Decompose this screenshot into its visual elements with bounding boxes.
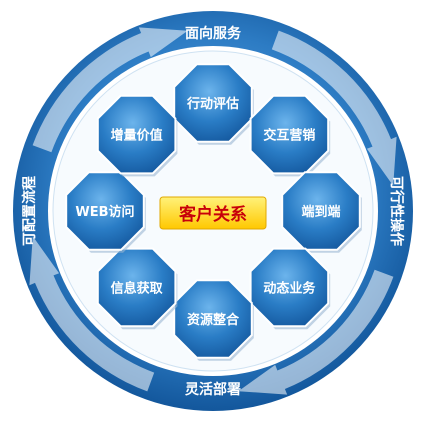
ring-label-right: 可行性操作 bbox=[388, 176, 405, 246]
node-label: 增量价值 bbox=[111, 128, 163, 144]
node-label: WEB访问 bbox=[75, 204, 134, 220]
node-label: 交互营销 bbox=[263, 128, 315, 144]
ring-label-left: 可配置流程 bbox=[21, 176, 38, 246]
node-label: 行动评估 bbox=[186, 96, 239, 112]
octagon-shape bbox=[173, 63, 253, 143]
ring-arrows bbox=[29, 27, 397, 395]
octagon-shape bbox=[96, 247, 177, 328]
ring-arrow-2 bbox=[238, 269, 394, 395]
ring-arrow-1 bbox=[271, 30, 397, 186]
ring-arrow-4 bbox=[32, 27, 188, 153]
node-label: 动态业务 bbox=[263, 280, 316, 296]
node-resource-integration: 资源整合 bbox=[173, 279, 254, 361]
node-end-to-end: 端到端 bbox=[281, 171, 362, 253]
octagon-shape bbox=[65, 171, 145, 251]
node-label: 端到端 bbox=[301, 204, 340, 220]
node-action-eval: 行动评估 bbox=[173, 63, 254, 145]
center-box: 客户关系 bbox=[159, 196, 267, 230]
octagon-shape bbox=[249, 247, 330, 328]
octagon-shape bbox=[281, 171, 361, 251]
ring-label-bottom: 灵活部署 bbox=[185, 381, 241, 398]
ring-label-top: 面向服务 bbox=[185, 25, 242, 42]
center-label: 客户关系 bbox=[178, 204, 247, 225]
node-incremental-value: 增量价值 bbox=[96, 94, 178, 177]
node-label: 资源整合 bbox=[187, 312, 240, 328]
ring-arrow-3 bbox=[29, 236, 155, 392]
node-info-acquisition: 信息获取 bbox=[96, 247, 178, 330]
octagon-shape bbox=[249, 94, 330, 175]
node-web-access: WEB访问 bbox=[65, 171, 146, 253]
node-interactive-marketing: 交互营销 bbox=[249, 94, 331, 177]
node-dynamic-business: 动态业务 bbox=[249, 247, 331, 330]
node-label: 信息获取 bbox=[111, 280, 164, 296]
octagon-shape bbox=[96, 94, 177, 175]
